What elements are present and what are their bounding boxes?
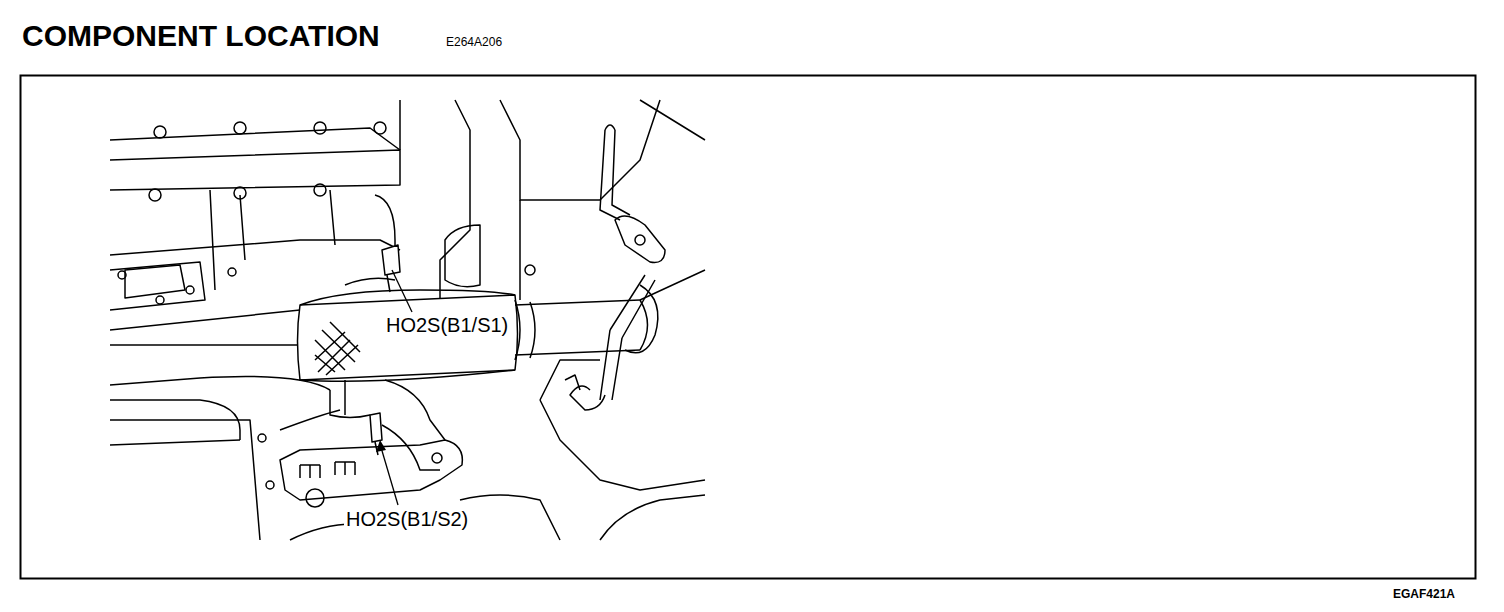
frame — [21, 76, 1476, 579]
leader-arrowhead — [376, 440, 386, 452]
code-label: E264A206 — [446, 36, 502, 48]
sensor-label: HO2S(B1/S2) — [344, 508, 470, 530]
leader-lines — [380, 270, 412, 505]
exhaust-drawing — [110, 100, 705, 540]
figure-code: EGAF421A — [1393, 588, 1455, 600]
sensor-label: HO2S(B1/S1) — [384, 314, 510, 336]
page-title: COMPONENT LOCATION — [22, 21, 380, 51]
